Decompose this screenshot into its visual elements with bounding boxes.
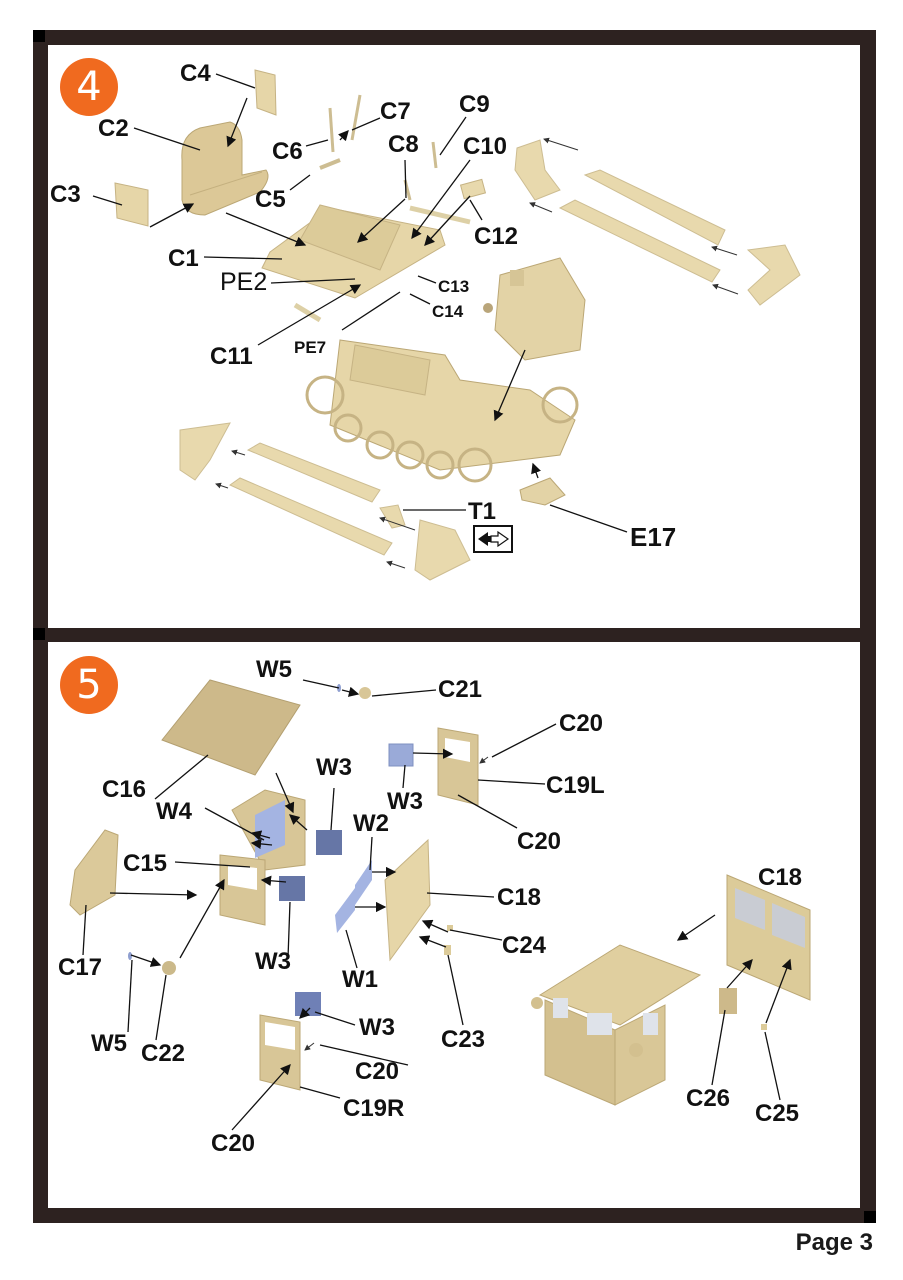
part-w2-glass [355,860,372,905]
part-label-c7: C7 [380,98,411,125]
part-c19r-door [259,1014,301,1091]
part-label-w3: W3 [387,788,423,815]
part-c9 [431,141,438,169]
part-label-c25: C25 [755,1100,800,1127]
part-label-c18: C18 [497,884,542,911]
part-label-c18: C18 [758,864,803,891]
part-w5-glass [128,952,132,960]
part-label-c12: C12 [474,223,519,250]
part-label-c20: C20 [559,710,604,737]
part-label-c10: C10 [463,133,508,160]
part-label-w5: W5 [91,1030,127,1057]
part-label-c3: C3 [50,181,81,208]
part-e17 [519,477,566,506]
part-label-c6: C6 [272,138,303,165]
part-label-c9: C9 [459,91,490,118]
part-label-c26: C26 [686,1085,731,1112]
frame-corner [33,628,45,640]
part-label-c16: C16 [102,776,147,803]
part-label-c17: C17 [58,954,103,981]
step-number-badge: 4 [60,58,118,116]
part-c19l-door [437,727,479,806]
page-number: Page 3 [795,1229,873,1256]
part-label-c19l: C19L [546,772,605,799]
part-label-c1: C1 [168,245,199,272]
part-label-c13: C13 [438,277,470,296]
part-c12 [459,178,487,200]
assembled-cab [531,944,702,1106]
part-c3 [114,182,149,227]
part-label-c4: C4 [180,60,211,87]
part-label-c14: C14 [432,302,464,321]
part-label-c11: C11 [210,343,253,370]
part-w3-glass [388,743,414,767]
part-label-pe7: PE7 [294,338,327,357]
part-label-w3: W3 [255,948,291,975]
part-c25 [761,1024,767,1030]
part-label-c20: C20 [517,828,562,855]
part-c24 [447,925,453,931]
left-right-arrow-icon [473,525,513,553]
part-c22 [162,961,176,975]
part-label-c19r: C19R [343,1095,405,1122]
part-label-pe2: PE2 [220,268,268,296]
part-c21 [359,687,371,699]
part-label-c8: C8 [388,131,419,158]
step-4-panel: 4 C4 C2 C7 C6 C9 C8 C10 C3 C5 C12 C1 PE2… [48,45,860,628]
step-number-badge: 5 [60,656,118,714]
part-label-e17: E17 [630,522,677,552]
part-c26 [719,988,737,1014]
part-label-c5: C5 [255,186,286,213]
part-label-c20: C20 [211,1130,256,1157]
part-c2-seat [181,121,269,216]
part-c16-roof [161,679,301,776]
step-4-illustration [92,69,801,581]
part-label-t1: T1 [468,498,497,525]
part-c4 [254,69,277,116]
part-label-c2: C2 [98,115,129,142]
part-c18-windshield [384,838,431,962]
part-label-w1: W1 [342,966,378,993]
part-engine [483,257,586,361]
frame-corner [33,30,45,42]
part-label-w4: W4 [156,798,192,825]
part-w3-glass [279,876,305,901]
track-upper [514,139,801,306]
frame-corner [864,1211,876,1223]
step-5-illustration [69,679,811,1131]
part-label-w2: W2 [353,810,389,837]
part-c23 [444,945,451,955]
part-c11 [293,302,322,323]
part-label-w3: W3 [316,754,352,781]
part-chassis [305,339,579,483]
part-label-w5: W5 [256,656,292,683]
part-label-c21: C21 [438,676,483,703]
part-label-c24: C24 [502,932,547,959]
part-label-c15: C15 [123,850,168,877]
part-w1-glass [335,888,355,933]
part-c1-floor [261,204,446,299]
part-levers-c5-c6-c7 [319,94,362,170]
part-c10 [409,205,471,225]
part-w3-glass [316,830,342,855]
part-c18-frame [726,874,811,1001]
track-lower [179,422,471,581]
part-label-c20: C20 [355,1058,400,1085]
part-c17 [69,829,119,916]
part-label-c23: C23 [441,1026,486,1053]
part-label-c22: C22 [141,1040,186,1067]
step-5-panel: 5 W5 C21 C20 C16 W3 W3 C19L W4 W2 C20 C1… [48,642,860,1208]
part-label-w3: W3 [359,1014,395,1041]
